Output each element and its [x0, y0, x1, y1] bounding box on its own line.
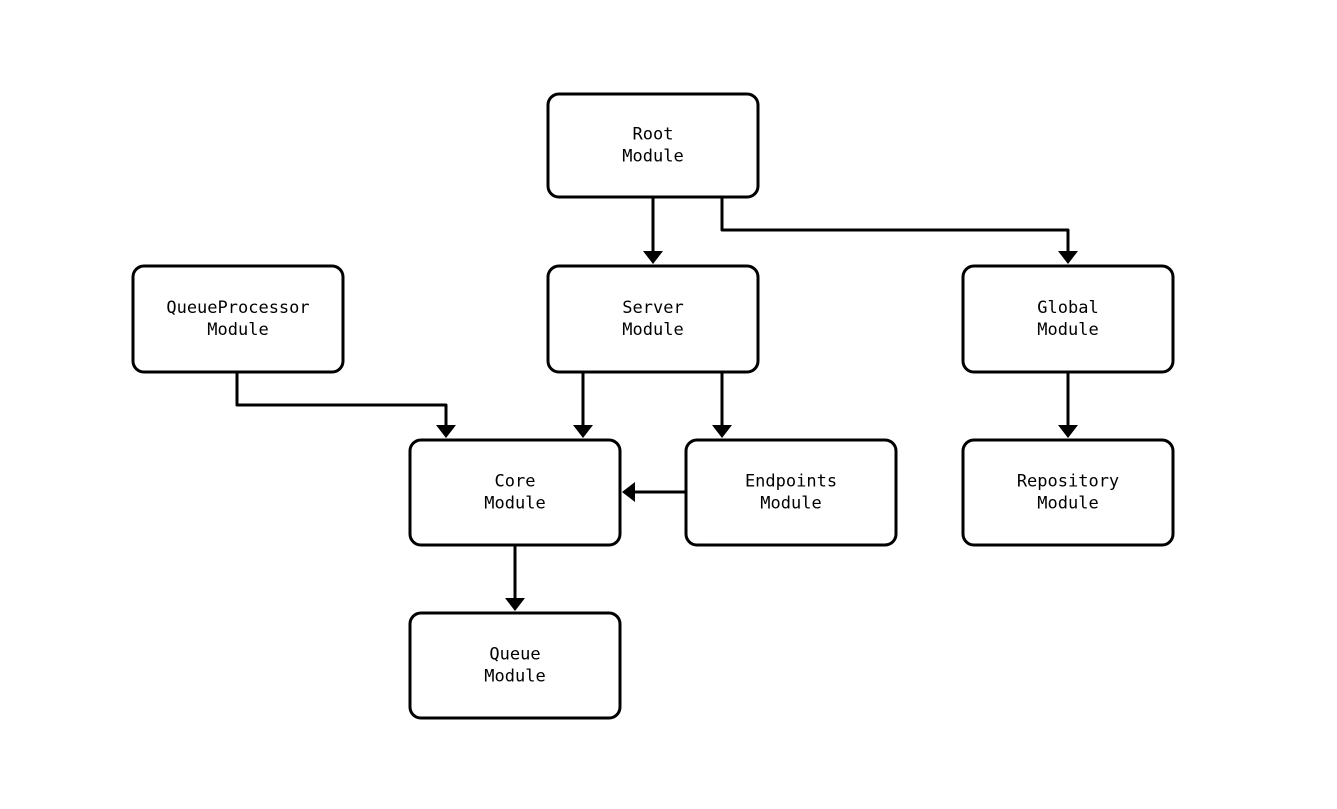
edge-line — [235, 372, 448, 426]
edge-line — [720, 197, 1070, 252]
node-label-line1: Server — [622, 298, 683, 318]
node-box[interactable] — [684, 438, 898, 547]
node-box[interactable] — [546, 92, 760, 199]
node-label-line1: Repository — [1017, 472, 1119, 492]
node-label-line2: Module — [622, 320, 683, 340]
node-label-line2: Module — [207, 320, 268, 340]
edges-layer — [235, 197, 1078, 611]
arrow-head-icon — [1058, 425, 1078, 438]
node-label-line2: Module — [622, 147, 683, 167]
node-label-line1: Core — [495, 472, 536, 492]
arrow-head-icon — [622, 482, 635, 502]
node-label-line2: Module — [1037, 320, 1098, 340]
edge-queueprocessor-to-core — [235, 372, 456, 438]
node-box[interactable] — [961, 264, 1175, 374]
arrow-head-icon — [505, 598, 525, 611]
node-label-line1: QueueProcessor — [166, 298, 309, 318]
arrow-head-icon — [643, 251, 663, 264]
node-box[interactable] — [131, 264, 345, 374]
edge-root-to-global — [720, 197, 1078, 264]
node-label-line2: Module — [484, 667, 545, 687]
node-box[interactable] — [408, 438, 622, 547]
node-label-line2: Module — [1037, 494, 1098, 514]
edge-server-to-core — [573, 372, 593, 438]
node-label-line2: Module — [484, 494, 545, 514]
edge-server-to-endpoints — [712, 372, 732, 438]
node-label-line1: Global — [1037, 298, 1098, 318]
node-box[interactable] — [546, 264, 760, 374]
edge-core-to-queue — [505, 545, 525, 611]
arrow-head-icon — [1058, 251, 1078, 264]
node-label-line1: Endpoints — [745, 472, 837, 492]
edge-global-to-repository — [1058, 372, 1078, 438]
edge-root-to-server — [643, 197, 663, 264]
node-label-line2: Module — [760, 494, 821, 514]
arrow-head-icon — [712, 425, 732, 438]
edge-endpoints-to-core — [622, 482, 686, 502]
node-box[interactable] — [961, 438, 1175, 547]
node-label-line1: Queue — [489, 645, 540, 665]
arrow-head-icon — [436, 425, 456, 438]
arrow-head-icon — [573, 425, 593, 438]
node-box[interactable] — [408, 611, 622, 720]
node-label-line1: Root — [633, 125, 674, 145]
